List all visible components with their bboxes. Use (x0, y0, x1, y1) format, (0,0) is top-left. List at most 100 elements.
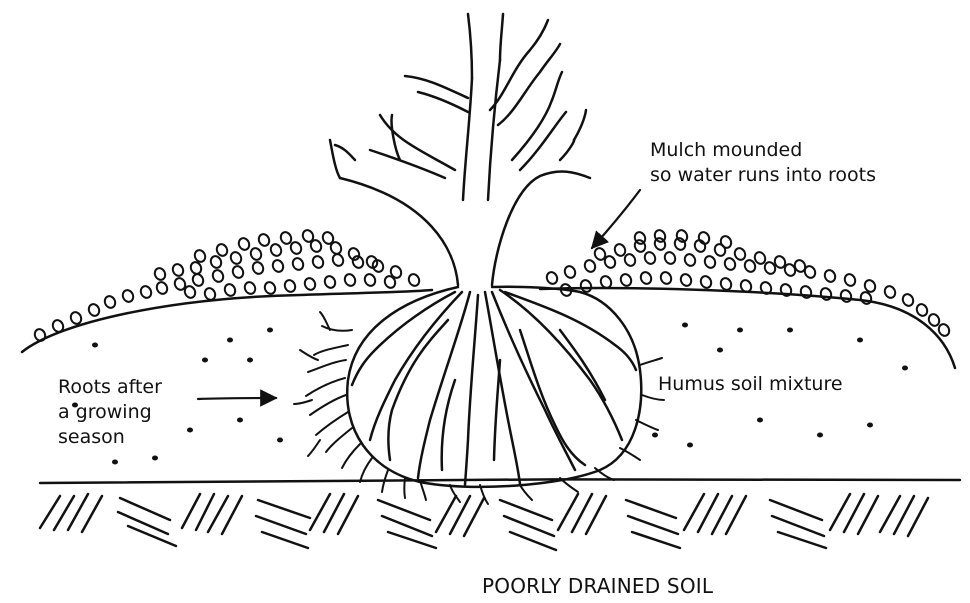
mulch-pebble (263, 280, 277, 295)
poorly-drained-soil-label: POORLY DRAINED SOIL (482, 574, 713, 599)
mulch-pebble (121, 288, 135, 303)
soil-speck (717, 348, 723, 353)
mulch-pebble (343, 272, 357, 287)
mulch-pebble (291, 256, 305, 271)
mulch-pebble (675, 228, 689, 243)
mulch-pebble (823, 268, 837, 283)
mulch-pebble (289, 240, 303, 255)
mulch-pebble (673, 236, 687, 251)
mulch-pebble (713, 242, 727, 257)
mulch-pebble (229, 250, 243, 265)
soil-speck (902, 366, 908, 371)
mulch-pebble (639, 270, 653, 285)
mulch-mound-outline (22, 288, 955, 368)
mulch-pebble (103, 294, 117, 309)
mulch-pebble (927, 312, 941, 327)
mulch-pebble (915, 302, 929, 317)
mulch-pebble (279, 230, 293, 245)
mulch-pebble (623, 252, 637, 267)
mulch-pebble (697, 230, 711, 245)
mulch-pebble (643, 250, 657, 265)
mulch-arrow (592, 190, 640, 248)
mulch-pebble (249, 246, 263, 261)
mulch-pebble (563, 264, 577, 279)
mulch-pebble (153, 266, 167, 281)
mulch-pebble (223, 282, 237, 297)
mulch-pebble (331, 252, 345, 267)
soil-speck (867, 423, 873, 428)
mulch-pebble (347, 246, 361, 261)
mulch-label: Mulch mounded so water runs into roots (650, 138, 876, 188)
mulch-pebble (663, 250, 677, 265)
soil-speck (687, 443, 693, 448)
mulch-pebble (311, 254, 325, 269)
soil-speck (817, 433, 823, 438)
mulch-pebble (139, 284, 153, 299)
soil-speck (202, 358, 208, 363)
soil-speck (152, 456, 158, 461)
mulch-pebble (733, 246, 747, 261)
ground-line (40, 479, 960, 483)
humus-label: Humus soil mixture (658, 372, 843, 397)
soil-speck (737, 328, 743, 333)
mulch-pebble (363, 272, 377, 287)
soil-speck (757, 418, 763, 423)
soil-speck (857, 338, 863, 343)
mulch-pebble (69, 310, 83, 325)
soil-speck (227, 338, 233, 343)
mulch-pebble (365, 254, 379, 269)
roots-label: Roots after a growing season (58, 375, 162, 450)
mulch-pebble (619, 272, 633, 287)
mulch-pebble (937, 322, 951, 337)
mulch-pebble (271, 258, 285, 273)
mulch-pebble (209, 254, 223, 269)
mulch-pebble (819, 286, 833, 301)
mulch-pebble (703, 254, 717, 269)
soil-speck (277, 438, 283, 443)
mulch-pebble (613, 242, 627, 257)
mulch-pebble (839, 288, 853, 303)
root-ball (347, 287, 641, 487)
mulch-pebble (901, 292, 915, 307)
mulch-pebble (323, 274, 337, 289)
mulch-pebble (545, 270, 559, 285)
mulch-pebble (171, 262, 185, 277)
mulch-pebble (237, 236, 251, 251)
mulch-pebble (679, 272, 693, 287)
mulch-pebble (243, 280, 257, 295)
soil-speck (187, 428, 193, 433)
roots-arrow (198, 398, 276, 399)
mulch-pebble (659, 270, 673, 285)
mulch-pebble (407, 272, 421, 287)
mulch-pebble (799, 284, 813, 299)
soil-speck (267, 328, 273, 333)
mulch-pebble (843, 272, 857, 287)
soil-speck (682, 323, 688, 328)
soil-speck (247, 358, 253, 363)
mulch-pebble (683, 252, 697, 267)
mulch-pebble (87, 302, 101, 317)
mulch-pebble (699, 274, 713, 289)
mulch-pebble (155, 280, 169, 295)
mulch-pebble (719, 276, 733, 291)
soil-speck (787, 328, 793, 333)
mulch-pebble (883, 284, 897, 299)
tree-trunk (330, 14, 590, 285)
mulch-pebble (215, 242, 229, 257)
mulch-pebble (33, 327, 47, 342)
mulch-pebble (719, 234, 733, 249)
soil-speck (237, 418, 243, 423)
mulch-pebble (583, 258, 597, 273)
soil-speck (652, 433, 658, 438)
mulch-pebble (303, 276, 317, 291)
mulch-pebble (257, 232, 271, 247)
mulch-pebble (251, 260, 265, 275)
mulch-pebble (283, 278, 297, 293)
mulch-pebble (231, 264, 245, 279)
poorly-drained-soil-hatching (40, 494, 928, 550)
mulch-pebble (371, 258, 385, 273)
mulch-pebble (191, 272, 205, 287)
mulch-pebble (269, 242, 283, 257)
